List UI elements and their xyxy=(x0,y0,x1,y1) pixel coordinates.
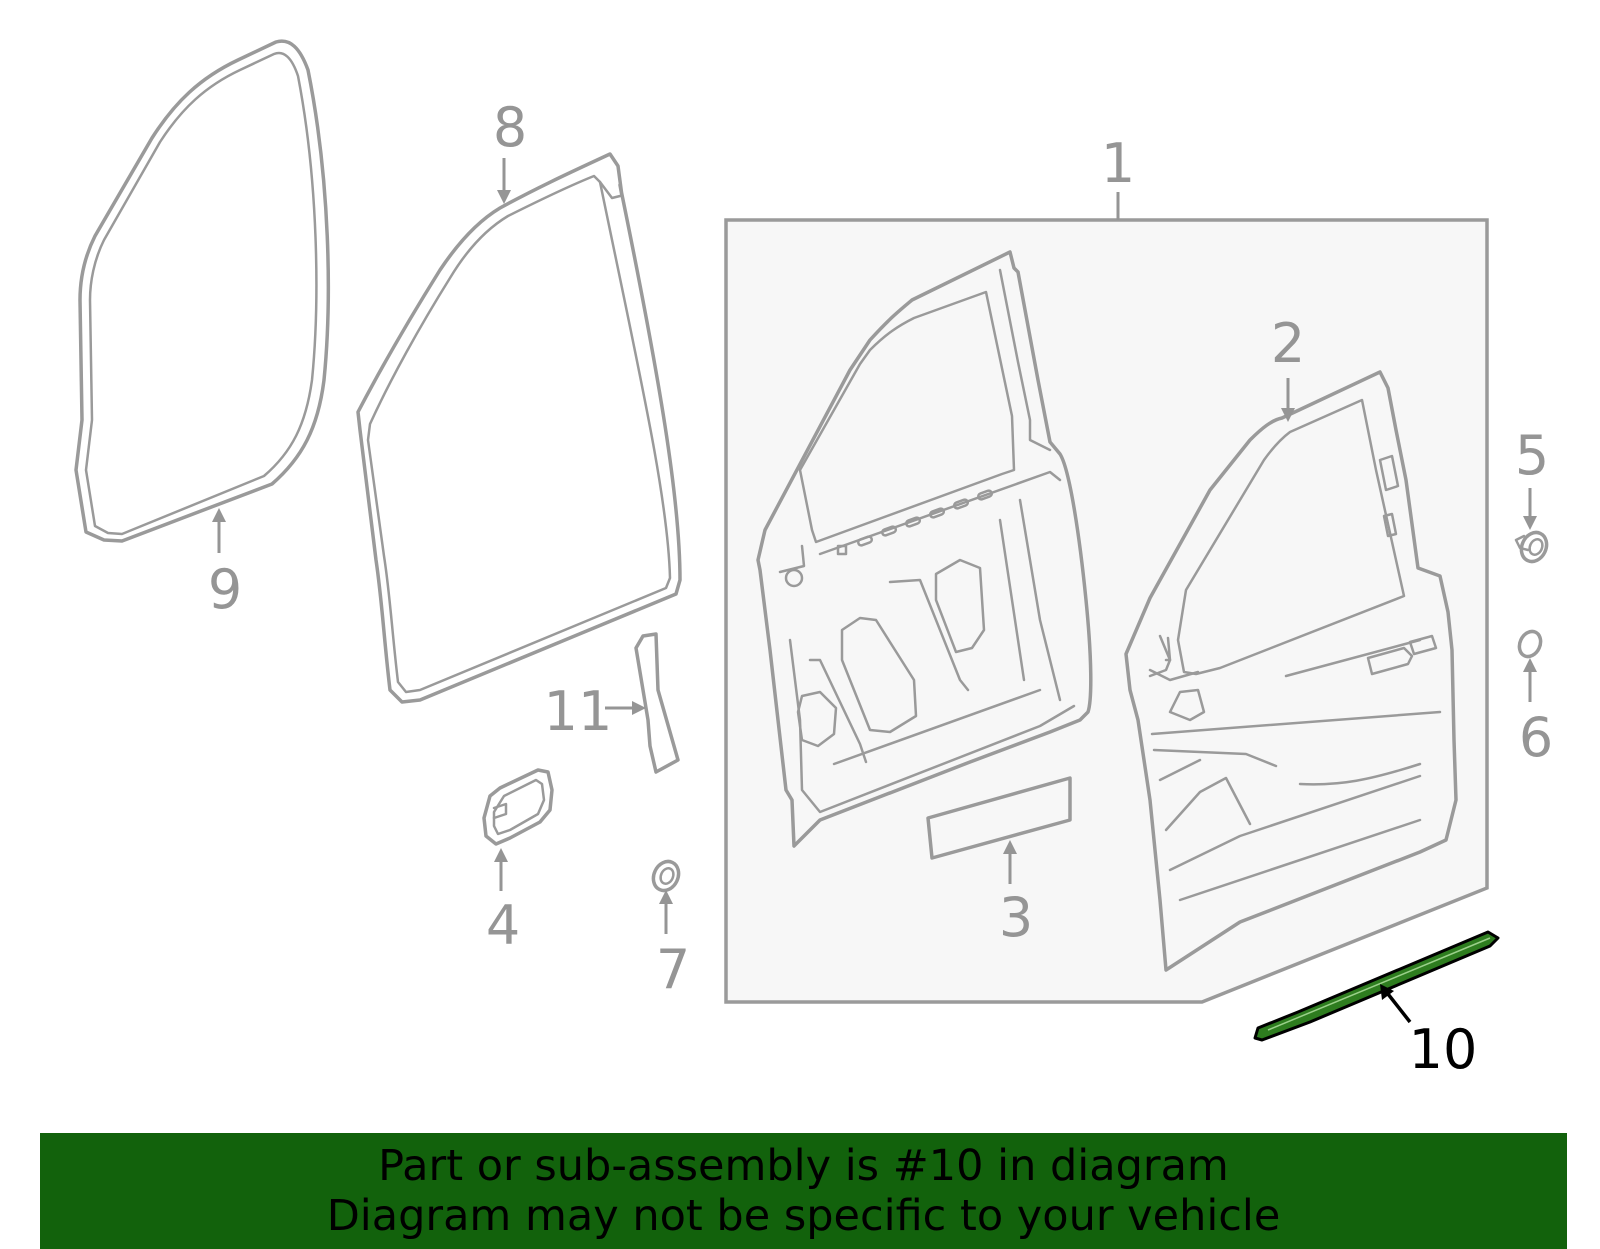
callout-11-arrow xyxy=(632,701,646,715)
callout-10-arrow xyxy=(1380,984,1394,1000)
callout-9: 9 xyxy=(208,558,242,621)
callout-2: 2 xyxy=(1271,312,1305,375)
door-assembly-box xyxy=(724,218,1489,1004)
callout-1: 1 xyxy=(1101,132,1135,195)
part-3-label[interactable] xyxy=(926,776,1072,860)
callout-3-arrow xyxy=(1003,840,1017,854)
callout-6-arrow xyxy=(1523,658,1537,672)
callout-6: 6 xyxy=(1519,706,1553,769)
part-9-weatherstrip[interactable] xyxy=(74,39,331,543)
part-6-grommet[interactable] xyxy=(1515,628,1544,660)
callout-2-arrow xyxy=(1281,408,1295,422)
callout-7-arrow xyxy=(659,890,673,904)
part-8-door-seal[interactable] xyxy=(356,152,682,704)
callout-8: 8 xyxy=(493,96,527,159)
callout-8-arrow xyxy=(497,190,511,204)
part-7-plug[interactable] xyxy=(649,857,683,894)
callout-9-arrow xyxy=(212,508,226,522)
info-banner: Part or sub-assembly is #10 in diagram D… xyxy=(40,1133,1567,1249)
banner-line-2: Diagram may not be specific to your vehi… xyxy=(326,1191,1281,1241)
callout-10: 10 xyxy=(1409,1018,1478,1081)
part-1-door-shell[interactable] xyxy=(756,250,1093,848)
part-4-bezel[interactable] xyxy=(482,768,554,846)
part-10-molding[interactable] xyxy=(1253,930,1500,1042)
banner-line-1: Part or sub-assembly is #10 in diagram xyxy=(378,1141,1229,1191)
callout-5-arrow xyxy=(1523,516,1537,530)
callout-4: 4 xyxy=(486,894,520,957)
callout-10-leader xyxy=(1386,992,1412,1024)
part-5-clip[interactable] xyxy=(1514,528,1551,565)
callout-7: 7 xyxy=(656,938,690,1001)
callout-4-arrow xyxy=(494,848,508,862)
part-11-trim[interactable] xyxy=(634,632,680,774)
callout-5: 5 xyxy=(1515,424,1549,487)
callout-3: 3 xyxy=(999,886,1033,949)
callout-11: 11 xyxy=(544,680,613,743)
part-2-door-panel[interactable] xyxy=(1124,370,1458,972)
